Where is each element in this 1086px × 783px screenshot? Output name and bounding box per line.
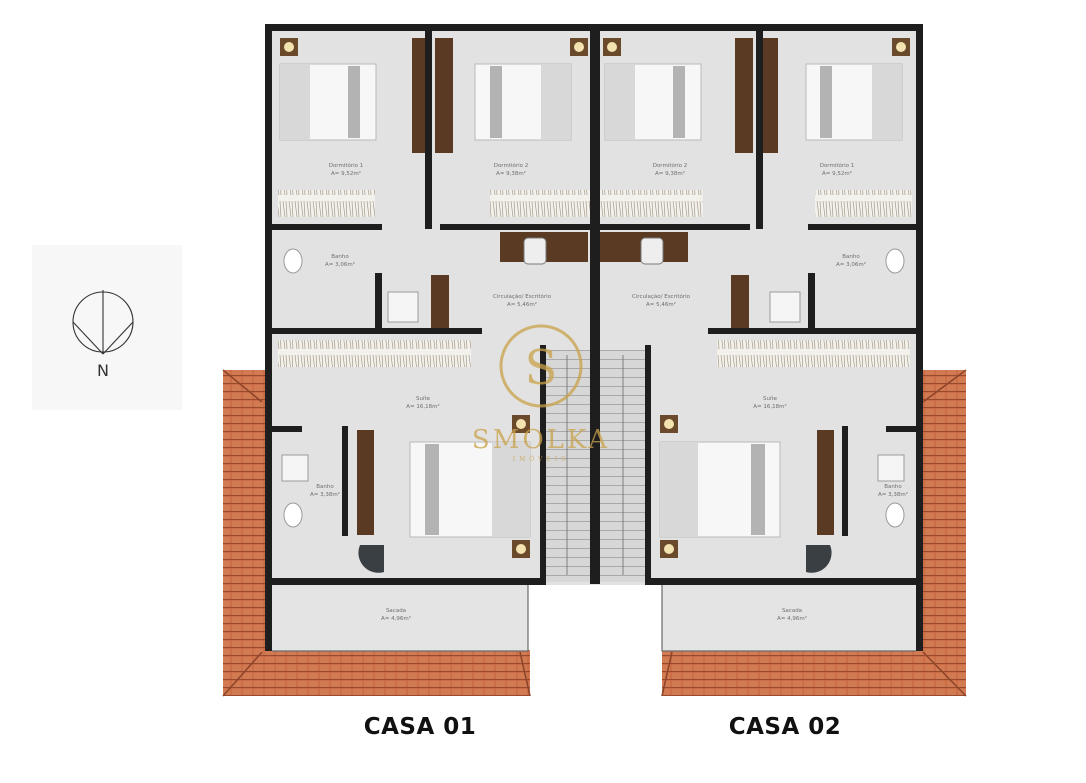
room-name: Banho (842, 254, 860, 260)
logo-ring (499, 324, 583, 408)
north-label: N (97, 361, 109, 380)
bed (409, 441, 531, 538)
caption-casa-02: CASA 02 (728, 714, 842, 740)
room-name: Dormitório 1 (820, 162, 855, 169)
room-name: Suíte (763, 395, 778, 402)
balcony-railings (272, 585, 916, 652)
desk-chairs (523, 237, 664, 265)
room-name: Banho (884, 484, 902, 490)
room-area: A= 9,38m² (496, 170, 526, 177)
balcony-left-floor (268, 585, 528, 651)
compass: N (32, 245, 182, 410)
room-area: A= 3,06m² (325, 261, 355, 268)
bed (604, 63, 702, 141)
room-area: A= 3,06m² (836, 261, 866, 268)
compass-panel (32, 245, 182, 410)
beds (279, 63, 903, 538)
logo-initial: S (525, 340, 558, 396)
room-area: A= 5,46m² (507, 301, 537, 308)
caption-casa-01: CASA 01 (363, 714, 477, 740)
room-area: A= 16,18m² (753, 403, 786, 410)
room-name: Banho (316, 484, 334, 490)
room-name: Suíte (416, 395, 431, 402)
room-name: Sacada (386, 608, 406, 614)
sinks (281, 291, 905, 482)
room-area: A= 4,96m² (381, 615, 411, 622)
north-arrow-icon (72, 290, 134, 355)
room-area: A= 5,46m² (646, 301, 676, 308)
lamp-icons (284, 42, 906, 554)
room-name: Sacada (782, 608, 802, 614)
logo-sub: IMÓVEIS (513, 455, 570, 463)
roof-right (661, 369, 967, 697)
room-name: Circulação/ Escritório (493, 293, 552, 300)
room-area: A= 3,38m² (878, 491, 908, 498)
room-name: Dormitório 2 (494, 162, 529, 169)
bed (279, 63, 377, 141)
toilets (283, 248, 905, 528)
room-name: Banho (331, 254, 349, 260)
bed (805, 63, 903, 141)
labels-casa-02: Dormitório 2 A= 9,38m² Dormitório 1 A= 9… (632, 162, 908, 622)
walls (265, 24, 923, 651)
room-area: A= 3,38m² (310, 491, 340, 498)
room-area: A= 9,38m² (655, 170, 685, 177)
room-area: A= 4,96m² (777, 615, 807, 622)
room-area: A= 16,18m² (406, 403, 439, 410)
armchairs (358, 545, 832, 573)
room-name: Dormitório 2 (653, 162, 688, 169)
logo-name: SMOLKA (472, 425, 610, 455)
room-name: Dormitório 1 (329, 162, 364, 169)
room-area: A= 9,52m² (331, 170, 361, 177)
rugs (278, 190, 912, 367)
room-area: A= 9,52m² (822, 170, 852, 177)
labels-casa-01: Dormitório 1 A= 9,52m² Dormitório 2 A= 9… (310, 162, 552, 622)
bed (659, 441, 781, 538)
bed (474, 63, 572, 141)
roof-left (222, 369, 531, 697)
balcony-right-floor (662, 585, 920, 651)
room-name: Circulação/ Escritório (632, 293, 691, 300)
watermark-logo: S SMOLKA IMÓVEIS (472, 324, 610, 463)
